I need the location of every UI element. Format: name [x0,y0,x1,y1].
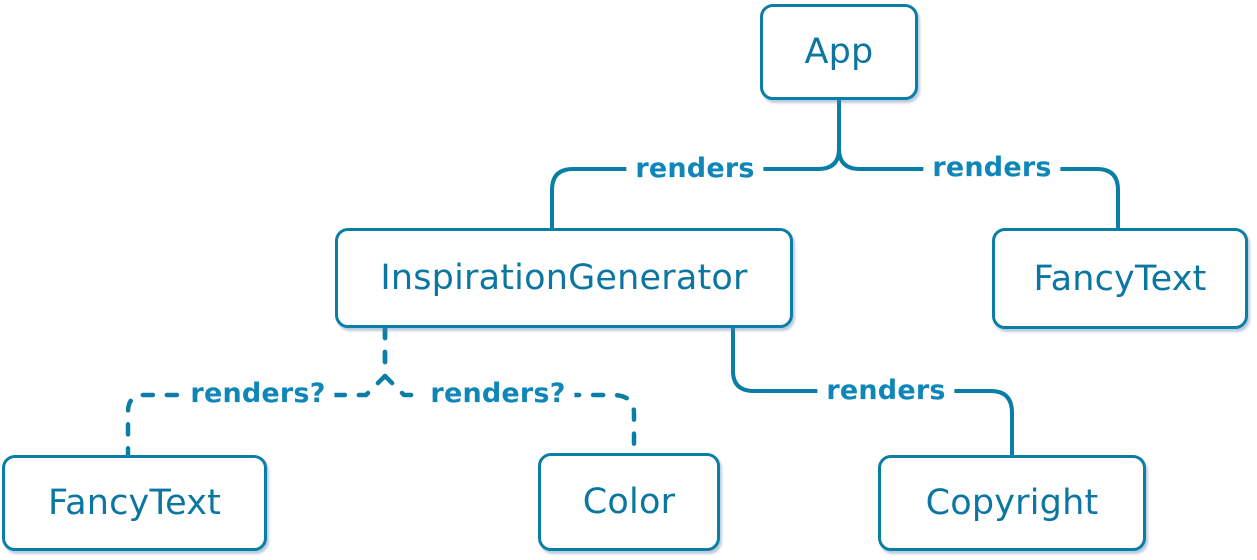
node-inspiration-generator-label: InspirationGenerator [380,258,748,298]
node-fancy-text-bottom-label: FancyText [47,483,222,523]
edge-label-renders-copyright: renders [817,374,955,408]
edge-label-renders-maybe-right: renders? [421,377,575,411]
edge-label-renders-maybe-left: renders? [181,377,335,411]
node-copyright-label: Copyright [925,483,1099,523]
node-inspiration-generator: InspirationGenerator [335,228,793,328]
node-app-label: App [804,32,874,72]
node-fancy-text-top-label: FancyText [1033,258,1207,299]
node-color-label: Color [582,482,676,522]
edge-label-renders-right: renders [923,151,1061,185]
edge-label-renders-left: renders [626,152,764,186]
node-fancy-text-top: FancyText [992,228,1248,329]
node-fancy-text-bottom: FancyText [2,455,267,551]
node-app: App [760,4,918,100]
node-color: Color [538,453,720,551]
node-copyright: Copyright [878,455,1146,551]
